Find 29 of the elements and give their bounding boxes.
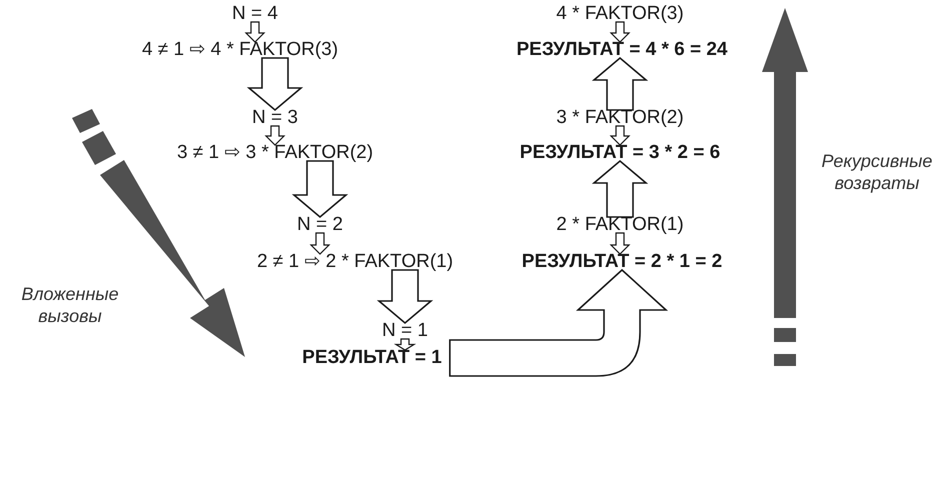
formula-text: N = 3: [250, 107, 300, 129]
block-arrow: [449, 269, 667, 377]
annotation-text: Рекурсивные возвраты: [820, 150, 934, 194]
arrow: [394, 338, 416, 351]
formula-text: N = 1: [380, 320, 430, 342]
formula-text: 3 * FAKTOR(2): [554, 107, 686, 129]
arrow: [610, 232, 630, 255]
formula-text: 2 ≠ 1 ⇨ 2 * FAKTOR(1): [254, 251, 456, 273]
formula-text: РЕЗУЛЬТАТ = 2 * 1 = 2: [520, 251, 724, 273]
arrow: [610, 125, 630, 146]
block-arrow: [376, 269, 434, 324]
arrow: [244, 21, 266, 43]
block-arrow: [592, 56, 648, 111]
formula-text: 4 * FAKTOR(3): [554, 3, 686, 25]
formula-text: N = 4: [230, 3, 280, 25]
formula-text: 2 * FAKTOR(1): [554, 214, 686, 236]
formula-text: РЕЗУЛЬТАТ = 4 * 6 = 24: [514, 39, 730, 61]
annotation-text: Вложенные вызовы: [20, 283, 120, 327]
formula-text: 3 ≠ 1 ⇨ 3 * FAKTOR(2): [174, 142, 376, 164]
block-arrow: [592, 160, 648, 218]
block-arrow: [292, 160, 348, 218]
arrow: [310, 232, 330, 255]
formula-text: РЕЗУЛЬТАТ = 3 * 2 = 6: [518, 142, 722, 164]
arrow: [610, 21, 630, 43]
arrow: [264, 125, 286, 146]
formula-text: N = 2: [295, 214, 345, 236]
formula-text: 4 ≠ 1 ⇨ 4 * FAKTOR(3): [140, 39, 340, 61]
block-arrow: [246, 57, 304, 112]
formula-text: РЕЗУЛЬТАТ = 1: [300, 347, 444, 369]
